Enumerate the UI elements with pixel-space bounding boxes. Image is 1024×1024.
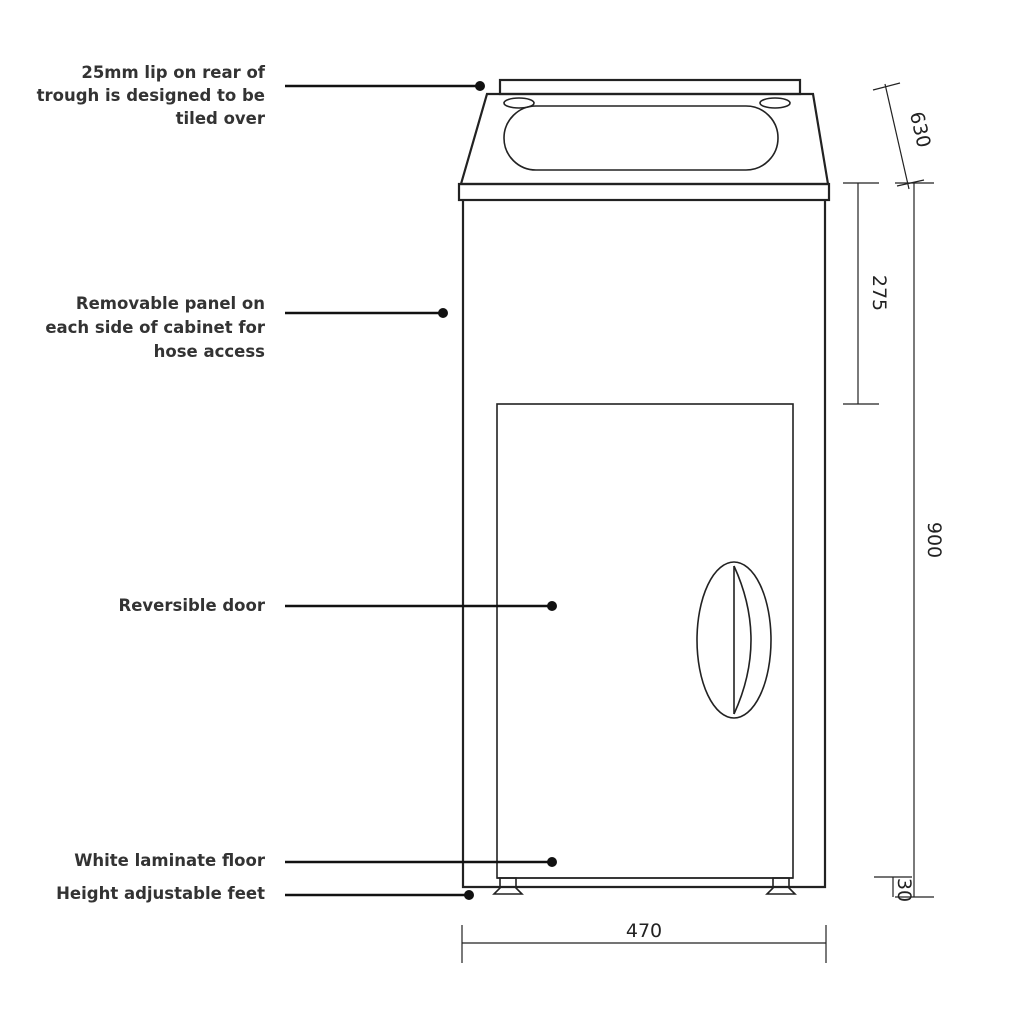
callout-panel-line-2: each side of cabinet for xyxy=(45,318,266,337)
dim-total-height xyxy=(895,182,934,898)
dim-tub-height xyxy=(843,182,879,405)
dim-depth-label: 630 xyxy=(905,110,935,150)
tap-hole-right xyxy=(759,97,791,109)
dim-tub-height-label: 275 xyxy=(868,275,890,311)
callout-lip-line-3: tiled over xyxy=(176,109,266,128)
callout-panel-line-3: hose access xyxy=(154,342,266,361)
foot-right xyxy=(765,877,797,895)
callout-feet: Height adjustable feet xyxy=(56,884,265,903)
dimension-lines xyxy=(461,82,934,963)
callout-lip-line-2: trough is designed to be xyxy=(37,86,265,105)
callout-lip: 25mm lip on rear of trough is designed t… xyxy=(37,63,266,128)
callout-door: Reversible door xyxy=(119,596,266,615)
basin xyxy=(503,105,779,171)
callout-floor: White laminate floor xyxy=(74,851,266,870)
callout-panel: Removable panel on each side of cabinet … xyxy=(45,294,266,361)
foot-left xyxy=(492,877,524,895)
callout-feet-line-1: Height adjustable feet xyxy=(56,884,265,903)
cabinet-drawing xyxy=(457,78,831,895)
rear-lip xyxy=(498,78,802,96)
callout-door-line-1: Reversible door xyxy=(119,596,266,615)
dim-width-label: 470 xyxy=(626,920,662,942)
callout-leaders xyxy=(285,81,557,900)
callout-panel-line-1: Removable panel on xyxy=(76,294,265,313)
door-handle xyxy=(696,561,772,719)
dim-feet-height-label: 30 xyxy=(893,878,915,902)
dim-total-height-label: 900 xyxy=(923,522,945,558)
cabinet-door xyxy=(496,403,794,879)
callout-lip-line-1: 25mm lip on rear of xyxy=(81,63,265,82)
cabinet-body xyxy=(461,200,827,889)
dim-width xyxy=(461,925,827,963)
dim-feet-height xyxy=(874,876,912,897)
trough-front-edge xyxy=(457,182,831,202)
callout-floor-line-1: White laminate floor xyxy=(74,851,266,870)
tap-hole-left xyxy=(503,97,535,109)
